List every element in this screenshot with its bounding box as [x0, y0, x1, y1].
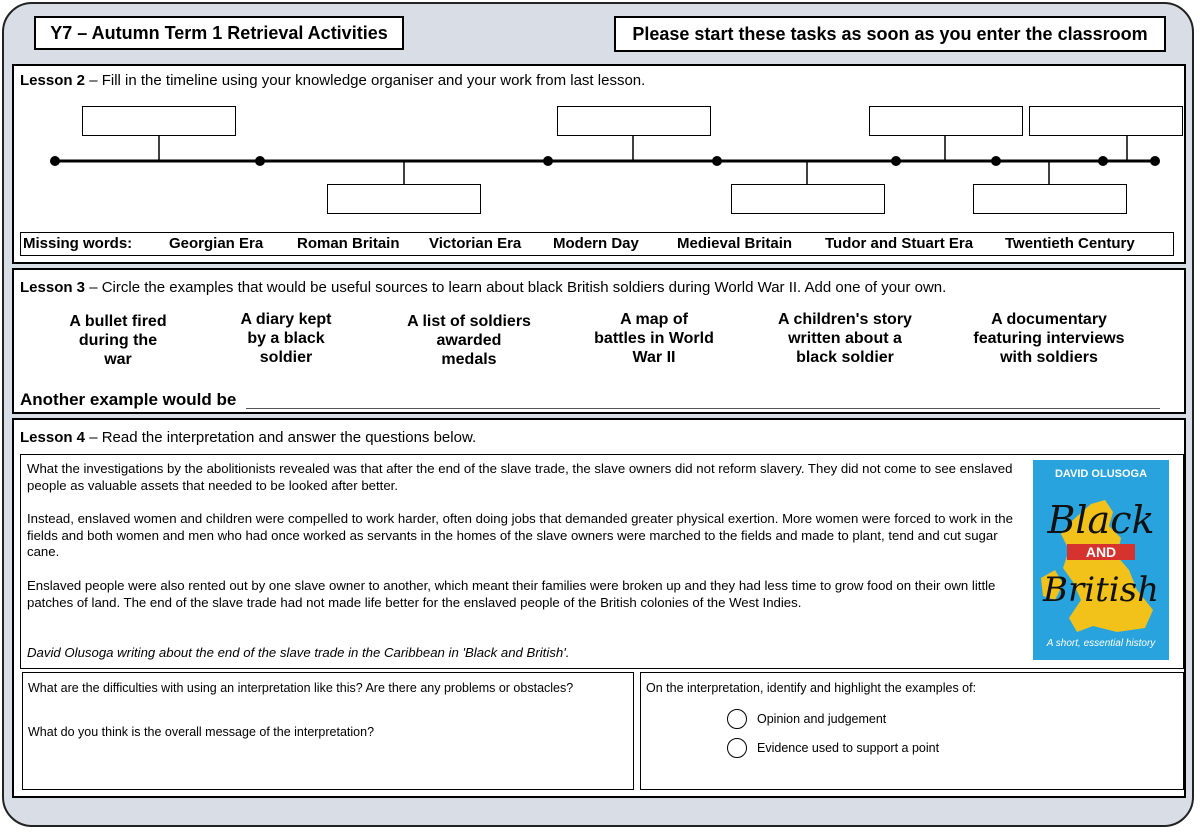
lesson4-instruction: Lesson 4 – Read the interpretation and a…: [20, 429, 477, 446]
missing-word: Twentieth Century: [1005, 235, 1135, 252]
question-difficulties: What are the difficulties with using an …: [28, 681, 574, 695]
interpretation-attribution: David Olusoga writing about the end of t…: [27, 645, 570, 660]
timeline-answer-box[interactable]: [557, 106, 711, 136]
interpretation-paragraph: What the investigations by the abolition…: [27, 461, 1013, 493]
option-circle-opinion[interactable]: [727, 709, 747, 729]
book-cover: DAVID OLUSOGA Black AND British A short,…: [1033, 460, 1169, 660]
lesson3-instruction: Lesson 3 – Circle the examples that woul…: [20, 279, 947, 296]
timeline-answer-box[interactable]: [1029, 106, 1183, 136]
timeline-answer-box[interactable]: [869, 106, 1023, 136]
interpretation-paragraph: Enslaved people were also rented out by …: [27, 578, 996, 610]
timeline-point: [1098, 156, 1108, 166]
highlight-prompt: On the interpretation, identify and high…: [646, 681, 977, 695]
lesson3-panel: Lesson 3 – Circle the examples that woul…: [12, 268, 1186, 414]
timeline-answer-box[interactable]: [82, 106, 236, 136]
question-box-left[interactable]: What are the difficulties with using an …: [22, 672, 634, 790]
timeline-point: [543, 156, 553, 166]
book-title-black: Black: [1047, 498, 1155, 542]
classroom-instruction: Please start these tasks as soon as you …: [614, 16, 1166, 52]
timeline-point: [712, 156, 722, 166]
missing-word: Modern Day: [553, 235, 639, 252]
lesson2-panel: Lesson 2 – Fill in the timeline using yo…: [12, 64, 1186, 264]
option-opinion-label: Opinion and judgement: [757, 712, 887, 726]
timeline-answer-box[interactable]: [973, 184, 1127, 214]
question-box-right: On the interpretation, identify and high…: [640, 672, 1184, 790]
britain-map-icon: [1041, 500, 1153, 632]
book-subtitle: A short, essential history: [1046, 638, 1156, 649]
timeline-point: [891, 156, 901, 166]
timeline-point: [991, 156, 1001, 166]
option-evidence-label: Evidence used to support a point: [757, 741, 940, 755]
missing-words-bar: Missing words: Georgian Era Roman Britai…: [20, 232, 1174, 256]
missing-word: Medieval Britain: [677, 235, 793, 252]
timeline-point: [1150, 156, 1160, 166]
book-title-british: British: [1043, 570, 1159, 610]
timeline-answer-box[interactable]: [327, 184, 481, 214]
timeline-answer-box[interactable]: [731, 184, 885, 214]
missing-word: Roman Britain: [297, 235, 400, 252]
another-example-answer-line[interactable]: [246, 408, 1160, 409]
option-circle-evidence[interactable]: [727, 738, 747, 758]
timeline: [50, 136, 1160, 186]
lesson2-instruction: Lesson 2 – Fill in the timeline using yo…: [20, 72, 646, 89]
worksheet-title: Y7 – Autumn Term 1 Retrieval Activities: [34, 16, 404, 50]
timeline-point: [50, 156, 60, 166]
missing-word: Victorian Era: [429, 235, 522, 252]
interpretation-paragraph: Instead, enslaved women and children wer…: [27, 511, 1013, 559]
another-example-label: Another example would be: [20, 390, 237, 409]
book-author: DAVID OLUSOGA: [1054, 468, 1148, 480]
missing-words-label: Missing words:: [23, 235, 133, 252]
lesson4-panel: Lesson 4 – Read the interpretation and a…: [12, 418, 1186, 798]
timeline-point: [255, 156, 265, 166]
book-title-and: AND: [1067, 544, 1135, 560]
question-message: What do you think is the overall message…: [28, 725, 375, 739]
interpretation-box: What the investigations by the abolition…: [20, 454, 1184, 669]
missing-word: Tudor and Stuart Era: [825, 235, 974, 252]
missing-word: Georgian Era: [169, 235, 264, 252]
